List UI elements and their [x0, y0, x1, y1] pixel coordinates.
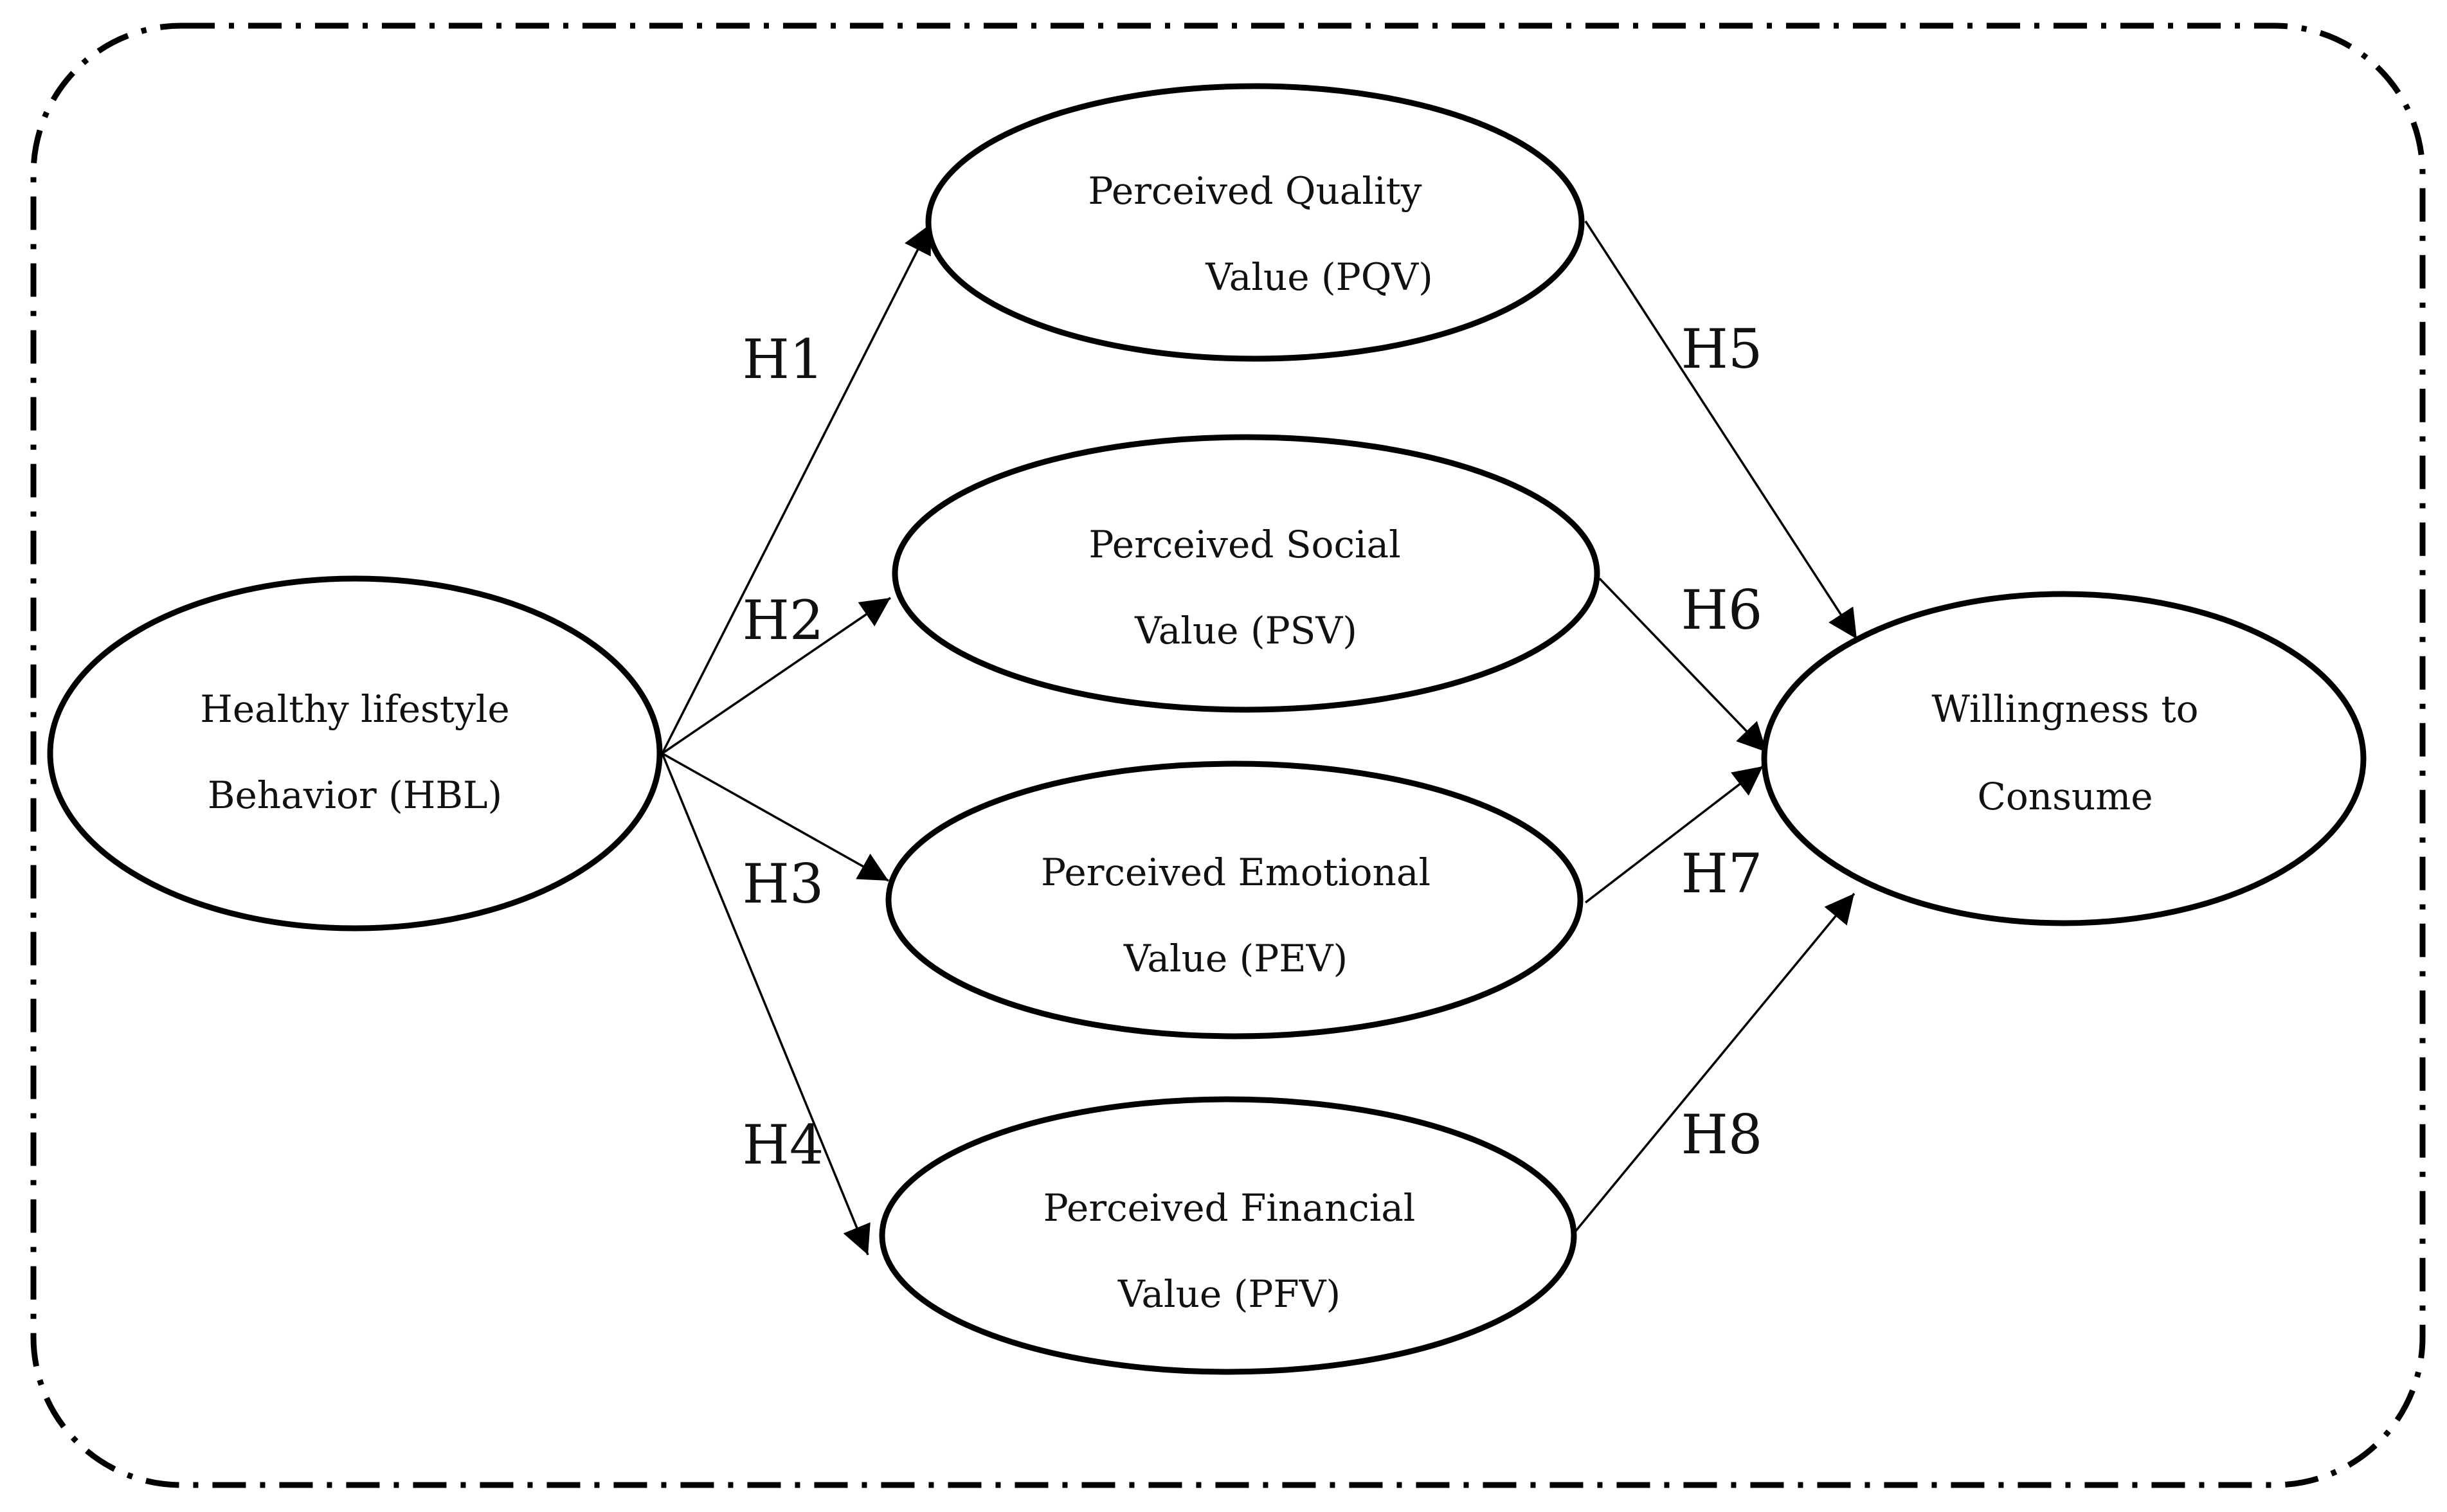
construct-pfv: Perceived Financial Value (PFV) — [879, 1096, 1577, 1375]
construct-psv-ellipse — [892, 434, 1600, 713]
construct-hbl: Healthy lifestyle Behavior (HBL) — [47, 575, 663, 932]
arrow-h8 — [1549, 892, 1856, 1263]
label-h6: H6 — [1681, 579, 1763, 642]
arrow-h1 — [661, 223, 932, 754]
label-h5: H5 — [1681, 318, 1763, 381]
construct-hbl-line1: Healthy lifestyle — [200, 687, 510, 731]
construct-pfv-line1: Perceived Financial — [1043, 1186, 1416, 1230]
construct-pqv: Perceived Quality Value (PQV) — [925, 83, 1585, 362]
arrow-h7 — [1584, 765, 1764, 904]
arrow-h2 — [662, 597, 891, 755]
label-h8: H8 — [1681, 1103, 1763, 1166]
construct-pev-ellipse — [885, 760, 1584, 1040]
construct-wtc-ellipse — [1761, 591, 2367, 926]
label-h2: H2 — [743, 589, 824, 652]
label-h3: H3 — [743, 852, 824, 915]
construct-pqv-ellipse — [925, 83, 1585, 362]
arrow-h4 — [661, 753, 871, 1256]
label-h1: H1 — [743, 328, 824, 391]
construct-psv-line2: Value (PSV) — [1134, 609, 1357, 652]
construct-pev: Perceived Emotional Value (PEV) — [885, 760, 1584, 1040]
construct-pfv-ellipse — [879, 1096, 1577, 1375]
construct-hbl-line2: Behavior (HBL) — [208, 773, 502, 817]
arrow-h3 — [662, 752, 889, 882]
construct-wtc-line1: Willingness to — [1931, 687, 2198, 731]
construct-wtc-line2: Consume — [1977, 775, 2153, 818]
construct-pfv-line2: Value (PFV) — [1117, 1272, 1341, 1316]
construct-wtc: Willingness to Consume — [1761, 591, 2367, 926]
arrow-h5 — [1584, 221, 1858, 640]
construct-psv: Perceived Social Value (PSV) — [892, 434, 1600, 713]
construct-pqv-line2: Value (PQV) — [1205, 255, 1433, 299]
construct-hbl-ellipse — [47, 575, 663, 932]
construct-psv-line1: Perceived Social — [1088, 523, 1400, 566]
construct-pev-line1: Perceived Emotional — [1041, 851, 1431, 894]
label-h4: H4 — [743, 1113, 824, 1176]
construct-pev-line2: Value (PEV) — [1123, 937, 1348, 980]
construct-pqv-line1: Perceived Quality — [1088, 169, 1422, 213]
label-h7: H7 — [1681, 842, 1763, 905]
hypothesis-arrows — [661, 221, 1858, 1263]
model-boundary-frame — [30, 22, 2426, 1488]
arrow-h6 — [1598, 577, 1768, 753]
hypothesis-labels: H1 H2 H3 H4 H5 H6 H7 H8 — [743, 318, 1763, 1176]
